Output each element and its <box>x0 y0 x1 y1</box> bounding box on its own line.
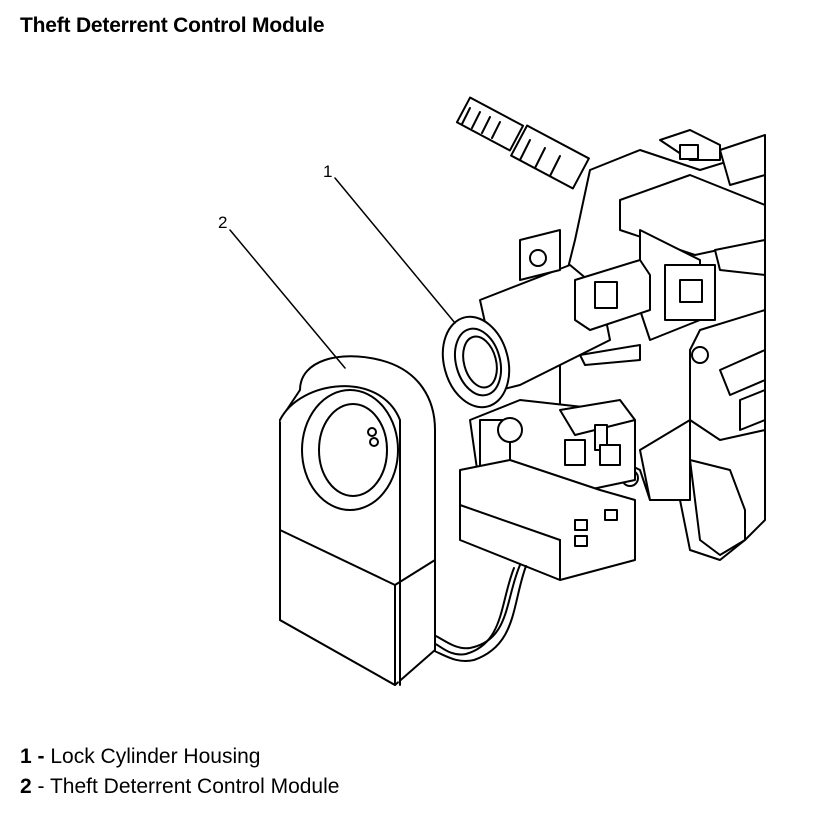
callout-1-leader <box>334 177 456 324</box>
steering-column-housing <box>559 129 766 561</box>
steering-shaft <box>455 96 590 190</box>
switch-assembly <box>459 399 636 581</box>
page-title: Theft Deterrent Control Module <box>20 14 325 37</box>
legend-label: Lock Cylinder Housing <box>50 745 261 768</box>
theft-deterrent-control-module <box>279 355 436 686</box>
legend-separator: - <box>31 745 51 768</box>
callout-2-leader <box>229 229 346 369</box>
legend-label: Theft Deterrent Control Module <box>49 775 340 798</box>
lock-cylinder-housing <box>441 229 651 409</box>
wiring-harness <box>431 564 527 662</box>
legend-separator: - <box>31 775 50 798</box>
callout-1-label: 1 <box>323 162 332 181</box>
legend-number: 1 <box>20 745 32 768</box>
legend-item-1: 1 - Lock Cylinder Housing <box>20 745 260 769</box>
legend-item-2: 2 - Theft Deterrent Control Module <box>20 775 339 799</box>
legend-number: 2 <box>20 775 32 798</box>
callout-2-label: 2 <box>218 213 227 232</box>
